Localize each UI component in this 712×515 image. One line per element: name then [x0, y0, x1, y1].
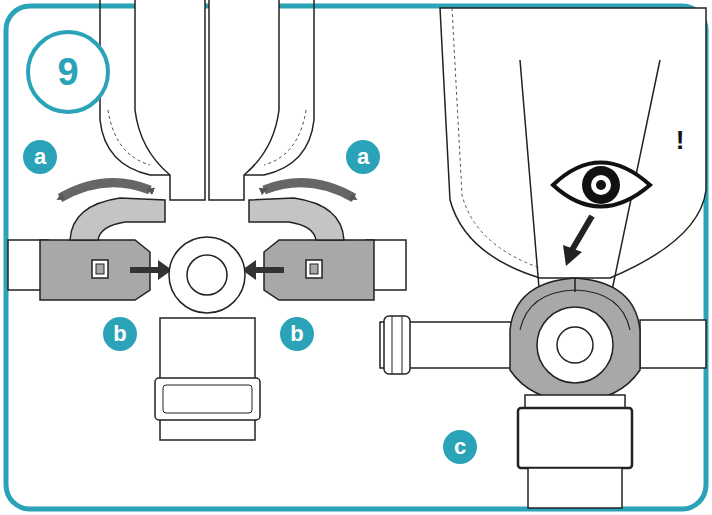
- callout-letter: a: [357, 146, 369, 168]
- warning-mark: !: [676, 127, 685, 153]
- step-number: 9: [57, 53, 78, 91]
- callout-letter: c: [454, 436, 466, 458]
- callout-letter: b: [113, 323, 126, 345]
- callout-letter: b: [290, 323, 303, 345]
- callout-letter: a: [34, 146, 46, 168]
